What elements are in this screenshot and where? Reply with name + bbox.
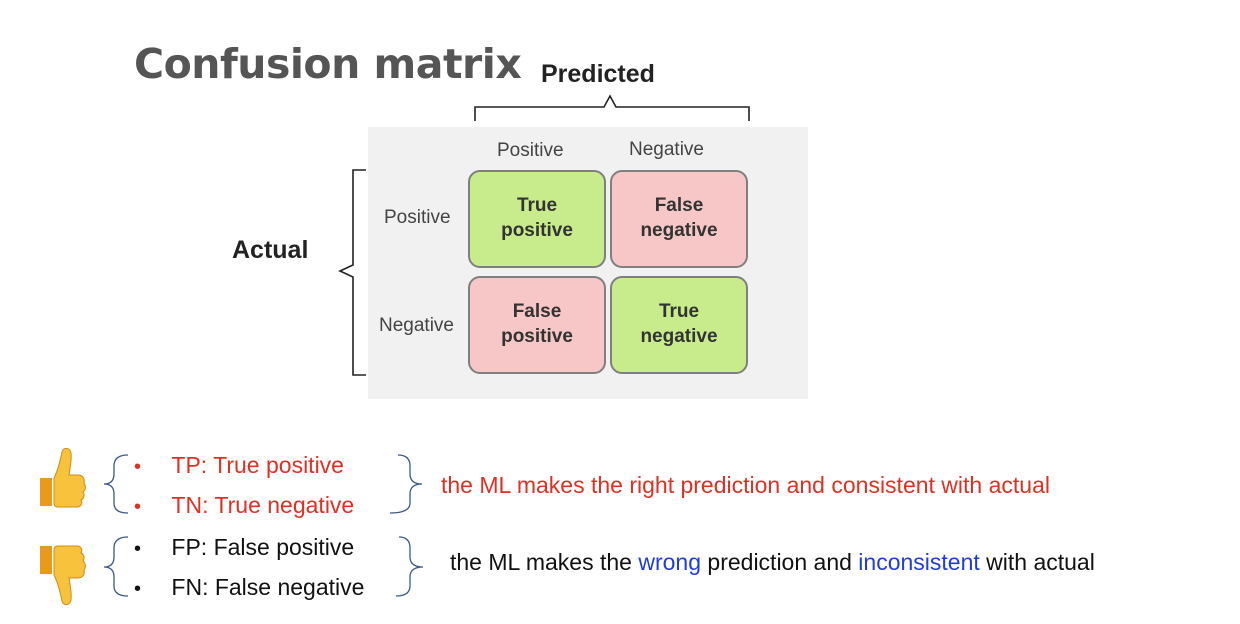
list-item-label: TN: True negative [171, 492, 355, 518]
desc-highlight-wrong: wrong [638, 549, 702, 575]
list-item-tp: • TP: True positive [134, 452, 344, 479]
predicted-axis-label: Predicted [541, 60, 655, 88]
cell-false-positive: False positive [468, 276, 606, 374]
cell-label-line2: negative [640, 326, 718, 347]
cell-label-line1: False [654, 195, 704, 217]
cell-label-line2: negative [640, 220, 718, 241]
cell-label-line2: positive [501, 326, 573, 347]
cell-label-line2: positive [501, 220, 573, 241]
list-item-label: FP: False positive [171, 534, 355, 560]
good-description: the ML makes the right prediction and co… [441, 472, 1050, 498]
bad-left-brace [103, 536, 129, 597]
list-item-fn: • FN: False negative [134, 574, 364, 601]
bullet: • [134, 538, 142, 560]
list-item-tn: • TN: True negative [134, 492, 354, 519]
cell-label-line1: True [516, 195, 558, 217]
thumbs-down-icon [40, 545, 86, 606]
good-left-brace [103, 454, 129, 514]
bullet: • [134, 456, 142, 478]
cell-label-line1: True [658, 301, 700, 323]
column-header-positive: Positive [497, 140, 564, 161]
row-header-negative: Negative [379, 315, 454, 336]
desc-highlight-inconsistent: inconsistent [858, 549, 980, 575]
column-header-negative: Negative [629, 139, 704, 160]
page-title: Confusion matrix [134, 40, 522, 88]
bullet: • [134, 496, 142, 518]
cell-true-negative: True negative [610, 276, 748, 374]
row-header-positive: Positive [384, 207, 451, 228]
bullet: • [134, 578, 142, 600]
list-item-label: TP: True positive [171, 452, 344, 478]
desc-text: the ML makes the [450, 549, 639, 575]
cell-false-negative: False negative [610, 170, 748, 268]
good-right-brace [389, 454, 423, 514]
thumbs-up-icon [40, 447, 86, 508]
desc-text: prediction and [701, 549, 859, 575]
desc-text: with actual [979, 549, 1095, 575]
cell-true-positive: True positive [468, 170, 606, 268]
list-item-label: FN: False negative [171, 574, 365, 600]
actual-brace [338, 169, 366, 376]
actual-axis-label: Actual [232, 236, 309, 264]
bad-right-brace [395, 536, 424, 597]
list-item-fp: • FP: False positive [134, 534, 354, 561]
bad-description: the ML makes the wrong prediction and in… [450, 549, 1095, 576]
cell-label-line1: False [512, 301, 562, 323]
predicted-brace [474, 94, 750, 121]
